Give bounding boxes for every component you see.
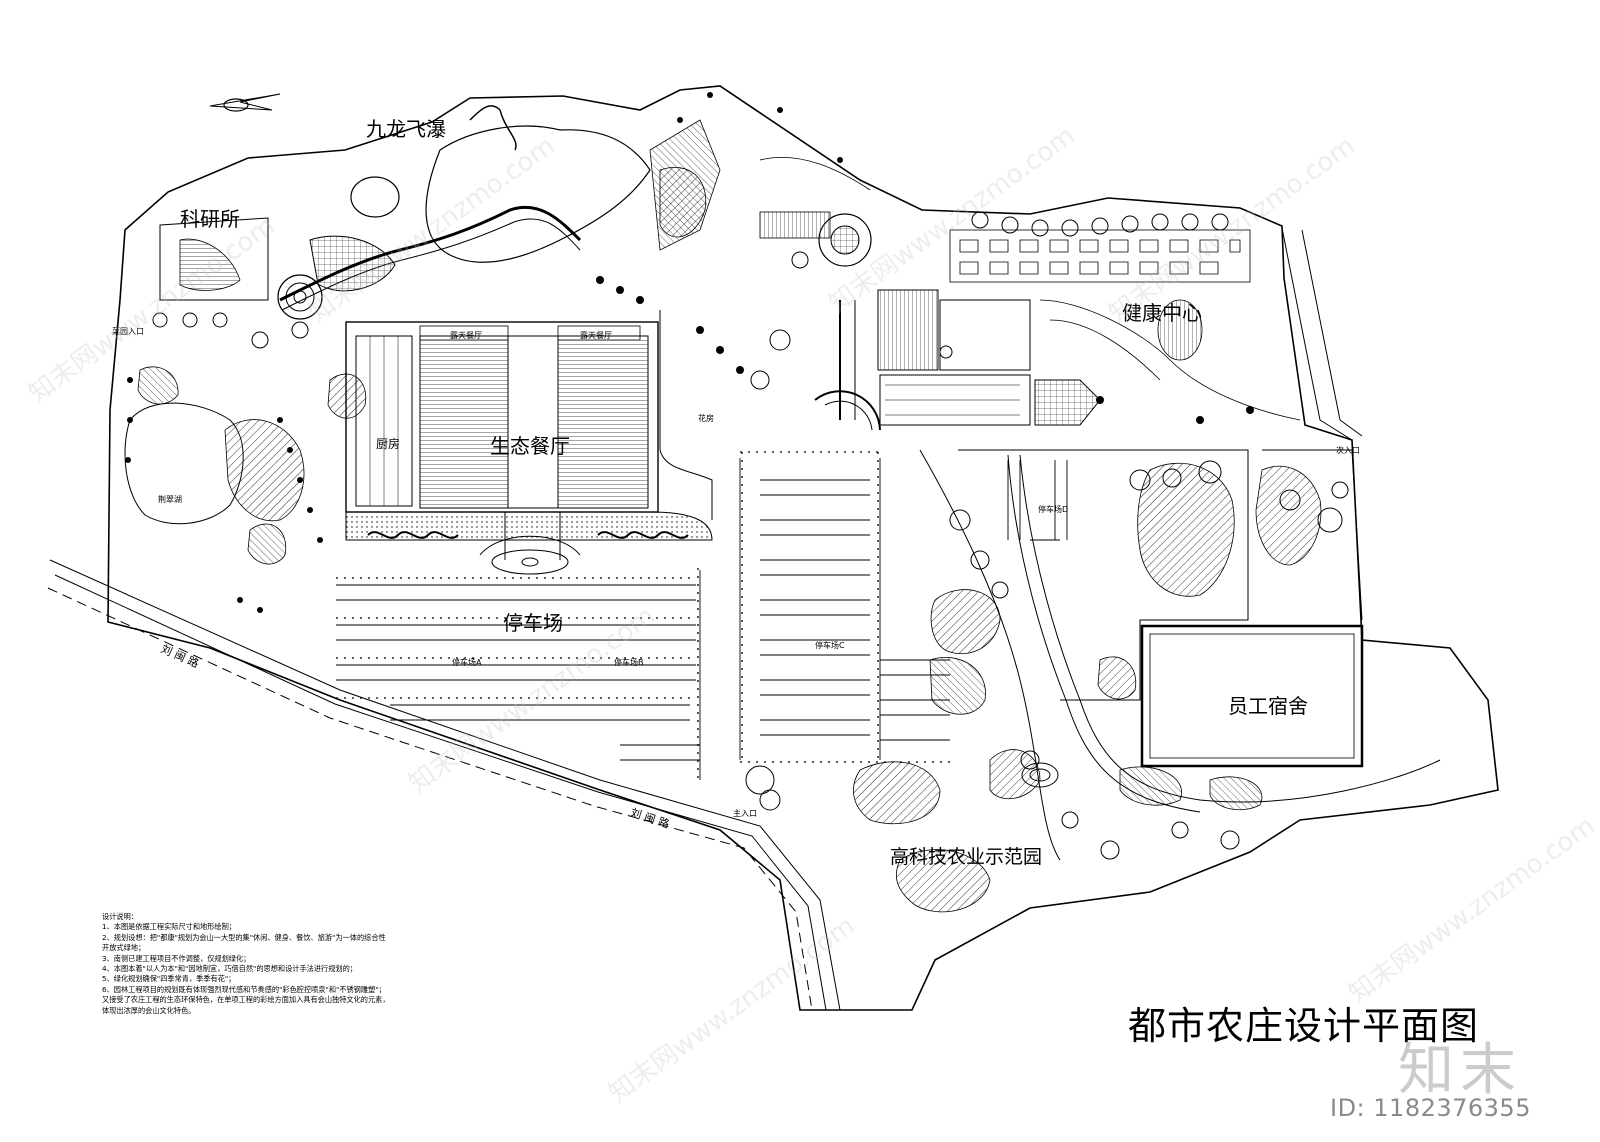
- zone-label-tingchechang: 停车场: [503, 611, 563, 635]
- label-huafang: 花房: [698, 414, 714, 423]
- design-notes: 设计说明： 1、本图是依据工程实际尺寸和地形绘制； 2、规划设想：把"都康"规划…: [102, 912, 462, 1016]
- label-gate-main: 主入口: [733, 809, 757, 818]
- label-lot-b: 停车场B: [614, 658, 644, 667]
- label-lake: 荆翠湖: [158, 495, 182, 504]
- water-feature: [1021, 762, 1059, 788]
- note-line: 2、规划设想：把"都康"规划为会山一大型的集"休闲、健身、餐饮、旅游"为一体的综…: [102, 932, 386, 942]
- note-line: 5、绿化规划确保"四季常青，季季有花"；: [102, 974, 236, 984]
- zone-label-keyan: 科研所: [180, 207, 240, 231]
- staff-dormitory: [1140, 624, 1364, 768]
- lake-area: [124, 366, 305, 525]
- zone-label-canting: 生态餐厅: [490, 434, 570, 458]
- zone-label-jiankang: 健康中心: [1122, 301, 1202, 325]
- health-centre: [759, 211, 1101, 431]
- note-line: 又接受了农庄工程的生态环保特色，在单项工程的彩绘方面加入具有会山独特文化的元素，: [102, 995, 390, 1005]
- parking-lots: [336, 458, 1068, 780]
- label-gate-side: 次入口: [1336, 446, 1360, 455]
- tree-symbols: [152, 211, 1349, 860]
- zone-label-yuangong: 员工宿舍: [1228, 694, 1308, 718]
- zone-label-jiulong: 九龙飞瀑: [366, 117, 446, 141]
- note-line: 体现出浓厚的会山文化特色。: [102, 1005, 196, 1015]
- zone-label-gaoke: 高科技农业示范园: [890, 846, 1043, 868]
- road: [47, 559, 841, 1011]
- zone-label-chufang: 厨房: [376, 437, 401, 451]
- watermark-brand: 知末: [1398, 1038, 1522, 1103]
- tree-dots: [125, 92, 1254, 613]
- note-line: 1、本图是依据工程实际尺寸和地形绘制；: [102, 922, 236, 932]
- label-lot-c: 停车场C: [815, 641, 845, 650]
- drawing-title: 都市农庄设计平面图: [1128, 1004, 1480, 1048]
- label-lot-a: 停车场A: [452, 658, 482, 667]
- note-line: 设计说明：: [102, 912, 138, 921]
- road-east: [1281, 227, 1363, 441]
- label-gate-back: 菜园入口: [112, 327, 144, 336]
- watermark-id: ID: 1182376355: [1330, 1094, 1531, 1122]
- tree-masses: [247, 167, 1322, 913]
- parking-trees: [336, 451, 950, 780]
- compass: [209, 93, 281, 112]
- label-lutian-2: 露天餐厅: [580, 331, 612, 340]
- restaurant: [345, 310, 713, 575]
- label-lot-d: 停车场D: [1038, 505, 1069, 514]
- note-line: 开放式绿地；: [102, 943, 146, 953]
- note-line: 3、南侧已建工程项目不作调整，仅规划绿化；: [102, 953, 251, 963]
- label-lutian-1: 露天餐厅: [450, 331, 482, 340]
- note-line: 4、本图本着"以人为本"和"因地制宜，巧借自然"的思想和设计手法进行规划的；: [102, 964, 357, 974]
- villa-rows: [759, 156, 1301, 421]
- note-line: 6、园林工程项目的规划既有体现强烈现代感和节奏感的"彩色腔控喷泉"和"不锈钢雕塑…: [102, 984, 386, 994]
